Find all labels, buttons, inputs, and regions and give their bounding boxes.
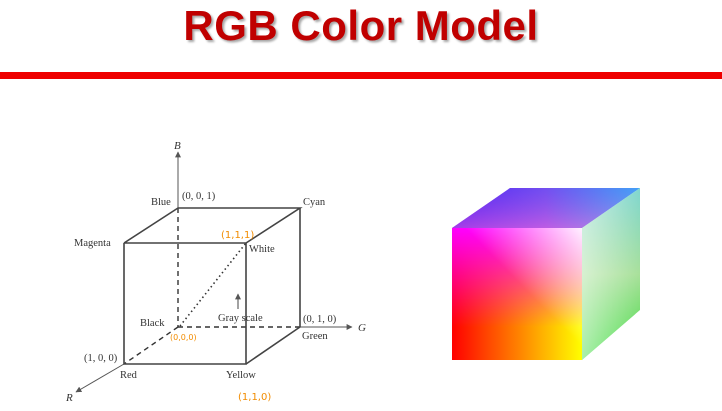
title-underline xyxy=(0,72,722,79)
r-axis-label: R xyxy=(65,392,73,404)
red-label: Red xyxy=(120,370,138,381)
rgb-color-cube-image xyxy=(452,188,640,360)
green-coord: (0, 1, 0) xyxy=(303,314,337,325)
visible-edges xyxy=(123,207,303,365)
slide-title: RGB Color Model xyxy=(183,2,539,49)
black-label: Black xyxy=(140,318,165,329)
red-coord: (1, 0, 0) xyxy=(84,353,118,364)
g-axis-label: G xyxy=(358,322,366,334)
yellow-label: Yellow xyxy=(226,370,256,381)
b-axis-label: B xyxy=(174,140,181,152)
blue-coord: (0, 0, 1) xyxy=(182,191,216,202)
white-coord-handwritten: (1,1,1) xyxy=(221,230,254,241)
magenta-label: Magenta xyxy=(74,238,111,249)
hidden-edges xyxy=(123,208,300,365)
white-label: White xyxy=(249,244,275,255)
green-label: Green xyxy=(302,331,328,342)
blue-label: Blue xyxy=(151,197,171,208)
yellow-coord-handwritten: (1,1,0) xyxy=(238,392,271,403)
black-coord-handwritten: (0,0,0) xyxy=(170,333,197,342)
cyan-label: Cyan xyxy=(303,197,326,208)
r-axis xyxy=(75,363,125,393)
gray-scale-label: Gray scale xyxy=(218,313,263,324)
